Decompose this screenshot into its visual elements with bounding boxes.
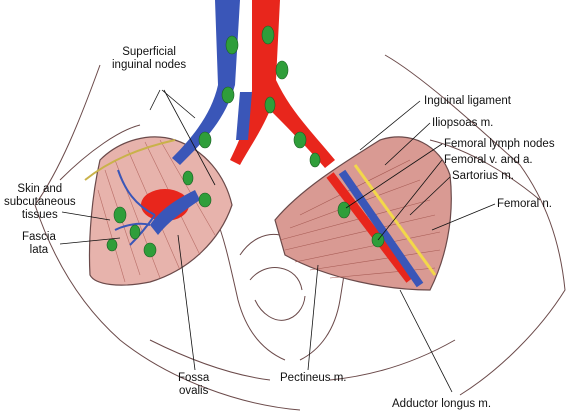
label-line: Fossa (178, 372, 210, 384)
label-line: inguinal nodes (112, 59, 187, 71)
label-line: Skin and (17, 183, 63, 195)
label-line: lata (29, 244, 49, 256)
right-femoral-vein (338, 169, 424, 288)
label-fossa-ovalis: Fossa ovalis (178, 372, 209, 398)
label-sartorius: Sartorius m. (452, 170, 514, 182)
leader-lines (59, 89, 496, 393)
right-femoral-artery (326, 172, 414, 283)
iliac-vessels (172, 0, 335, 168)
label-line: Fascia (22, 231, 56, 243)
label-line: Superficial (122, 46, 176, 58)
femoral-nerve (353, 164, 437, 276)
right-dissection (274, 136, 452, 291)
label-adductor-longus: Adductor longus m. (392, 398, 492, 410)
label-line: ovalis (178, 385, 209, 397)
left-femoral-vein (150, 190, 200, 235)
left-lymph-nodes (106, 170, 212, 258)
label-iliopsoas: Iliopsoas m. (432, 117, 494, 129)
label-pectineus: Pectineus m. (280, 372, 347, 384)
label-skin-subcutaneous: Skin and subcutaneous tissues (4, 183, 76, 222)
label-inguinal-ligament: Inguinal ligament (424, 95, 511, 107)
label-fascia-lata: Fascia lata (22, 231, 56, 257)
body-outline (34, 54, 566, 411)
inguinal-ligament-line (84, 139, 176, 181)
label-line: tissues (21, 209, 58, 221)
label-femoral-n: Femoral n. (497, 198, 552, 210)
left-dissection (88, 136, 233, 286)
label-superficial-inguinal-nodes: Superficial inguinal nodes (112, 46, 186, 72)
label-femoral-lymph-nodes: Femoral lymph nodes (444, 138, 555, 150)
label-femoral-v-and-a: Femoral v. and a. (444, 154, 533, 166)
label-line: subcutaneous (4, 196, 76, 208)
